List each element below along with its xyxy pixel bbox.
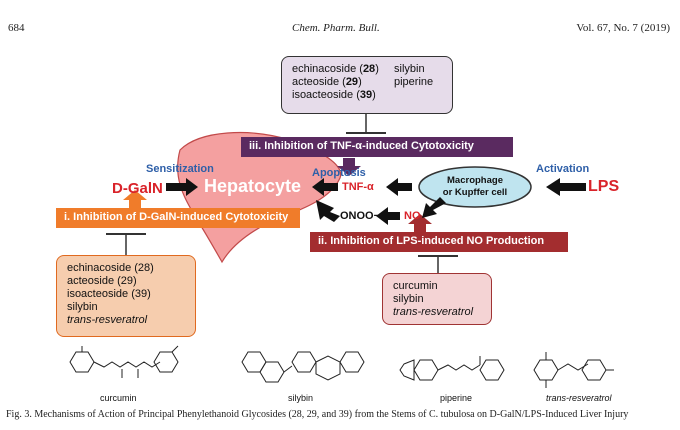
silybin-structure bbox=[241, 351, 365, 383]
left-compound-box: echinacoside (28) acteoside (29) isoacte… bbox=[56, 255, 196, 337]
arrow-dgaln-hepatocyte bbox=[166, 178, 198, 196]
hepatocyte-label: Hepatocyte bbox=[204, 176, 302, 196]
macrophage-ellipse bbox=[418, 166, 532, 208]
onoo-label: ONOO− bbox=[340, 210, 381, 222]
purple-arrow bbox=[337, 158, 361, 176]
no-label: NO bbox=[404, 210, 421, 222]
sensitization-label: Sensitization bbox=[146, 163, 214, 175]
top-box-item: acteoside (29) bbox=[292, 76, 362, 88]
banner-no-inhibition: ii. Inhibition of LPS-induced NO Product… bbox=[310, 232, 568, 252]
figure-caption: Fig. 3. Mechanisms of Action of Principa… bbox=[6, 409, 629, 420]
right-box-item: silybin bbox=[393, 293, 424, 305]
page-number: 684 bbox=[8, 22, 25, 34]
right-compound-box: curcumin silybin trans-resveratrol bbox=[382, 273, 492, 325]
arrow-onoo-hepatocyte bbox=[316, 200, 340, 222]
banner-dgaln-inhibition: i. Inhibition of D-GalN-induced Cytotoxi… bbox=[56, 208, 300, 228]
arrow-no-onoo bbox=[376, 207, 400, 225]
right-box-item: trans-resveratrol bbox=[393, 306, 474, 318]
banner-tnf-inhibition: iii. Inhibition of TNF-α-induced Cytotox… bbox=[241, 137, 513, 157]
arrow-tnfa-hepatocyte bbox=[312, 178, 338, 196]
left-box-item: echinacoside (28) bbox=[67, 262, 154, 274]
activation-label: Activation bbox=[536, 163, 590, 175]
arrow-lps-macrophage bbox=[546, 178, 586, 196]
top-box-item: isoacteoside (39) bbox=[292, 89, 376, 101]
macrophage-label: Macrophage or Kupffer cell bbox=[442, 175, 508, 198]
curcumin-structure bbox=[69, 345, 179, 378]
left-box-item: acteoside (29) bbox=[67, 275, 137, 287]
left-box-item: silybin bbox=[67, 301, 98, 313]
left-box-item: trans-resveratrol bbox=[67, 314, 148, 326]
apoptosis-label: Apoptosis bbox=[312, 167, 366, 179]
journal-title: Chem. Pharm. Bull. bbox=[292, 22, 380, 34]
arrow-macrophage-no bbox=[422, 197, 446, 218]
volume-info: Vol. 67, No. 7 (2019) bbox=[576, 22, 670, 34]
top-box-item: piperine bbox=[394, 76, 434, 88]
red-arrow bbox=[408, 214, 432, 232]
lps-label: LPS bbox=[588, 178, 620, 195]
arrow-macrophage-tnfa bbox=[386, 178, 412, 196]
orange-arrow bbox=[123, 190, 147, 208]
dgaln-label: D-GalN bbox=[112, 180, 163, 197]
left-box-item: isoacteoside (39) bbox=[67, 288, 151, 300]
top-box-item: silybin bbox=[394, 63, 425, 75]
molecule-name-silybin: silybin bbox=[288, 393, 314, 403]
top-box-item: echinacoside (28) bbox=[292, 63, 379, 75]
piperine-structure bbox=[399, 356, 505, 381]
top-compound-box: echinacoside (28) acteoside (29) isoacte… bbox=[281, 56, 453, 114]
molecule-name-piperine: piperine bbox=[440, 393, 473, 403]
right-box-item: curcumin bbox=[393, 280, 438, 292]
tnfa-label: TNF-α bbox=[342, 181, 374, 193]
molecule-name-resveratrol: trans-resveratrol bbox=[546, 393, 612, 403]
molecule-name-curcumin: curcumin bbox=[100, 393, 137, 403]
resveratrol-structure bbox=[533, 352, 614, 388]
